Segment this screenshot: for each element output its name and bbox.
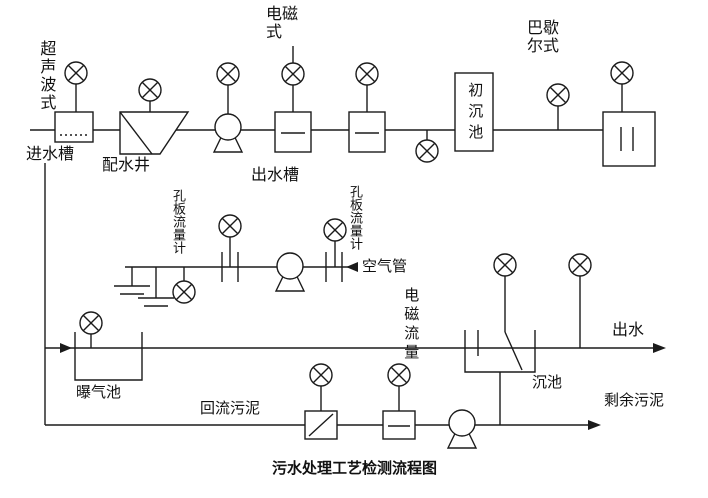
instrument-icon — [568, 253, 592, 277]
instrument-icon — [493, 253, 517, 277]
label-sedimentation-tank: 沉池 — [532, 374, 563, 391]
aeration-tank-shape — [74, 332, 143, 381]
label-electromagnetic-type: 电磁式 — [266, 6, 299, 42]
diagram-caption: 污水处理工艺检测流程图 — [272, 460, 438, 477]
vessels — [54, 72, 656, 440]
distribution-well-shape — [119, 111, 190, 155]
instrument-icon — [79, 311, 103, 335]
instrument-icon — [216, 62, 240, 86]
parshall-flume-box — [602, 111, 656, 167]
sedimentation-tank-shape — [464, 330, 536, 373]
return-sludge-meter-box-2 — [382, 410, 416, 440]
instrument-icon — [281, 62, 305, 86]
label-aeration-tank: 曝气池 — [76, 384, 122, 401]
pumps — [213, 113, 477, 449]
electromagnetic-flume-box-1 — [274, 111, 312, 153]
pump-icon — [447, 409, 477, 449]
flow-arrows — [60, 262, 666, 430]
tank-slope-line — [504, 331, 523, 371]
instrument-icon — [546, 83, 570, 107]
label-excess-sludge: 剩余污泥 — [604, 392, 665, 409]
label-parshall-type: 巴歇尔式 — [527, 20, 560, 56]
arrow-icon — [588, 420, 601, 430]
distribution-well-diagonal — [119, 111, 153, 155]
label-primary-sedimentation-tank: 初沉池 — [466, 82, 484, 145]
instrument-icon — [355, 62, 379, 86]
label-return-sludge: 回流污泥 — [200, 400, 261, 417]
label-effluent: 出水 — [612, 322, 645, 339]
instrument-icon — [323, 218, 347, 242]
pipes — [30, 129, 653, 426]
label-electromagnetic-flow: 电磁流量 — [402, 287, 420, 363]
electromagnetic-flume-box-2 — [348, 111, 386, 153]
instrument-icon — [218, 214, 242, 238]
pump-icon — [213, 113, 243, 153]
orifice-plates — [221, 252, 343, 282]
label-orifice-flowmeter-2: 孔板流量计 — [347, 185, 363, 250]
label-outlet-channel: 出水槽 — [251, 167, 300, 184]
label-ultrasonic: 超声波式 — [37, 40, 55, 112]
label-air-pipe: 空气管 — [362, 258, 408, 275]
instrument-stems — [75, 46, 623, 411]
inlet-channel-box — [54, 111, 94, 143]
primary-sedimentation-tank-box — [454, 72, 494, 152]
instrument-icon — [309, 363, 333, 387]
meter-diagonal — [308, 413, 334, 437]
instrument-icon — [415, 139, 439, 163]
instrument-icon — [172, 280, 196, 304]
arrow-icon — [346, 262, 358, 272]
pump-icon — [275, 252, 305, 292]
label-distribution-well: 配水井 — [102, 157, 151, 174]
arrow-icon — [60, 343, 72, 353]
instrument-icon — [64, 61, 88, 85]
label-orifice-flowmeter-1: 孔板流量计 — [170, 189, 186, 254]
instrument-icon — [138, 78, 162, 102]
instrument-icon — [610, 61, 634, 85]
arrow-icon — [653, 343, 666, 353]
air-diffusers — [114, 267, 174, 307]
label-inlet-channel: 进水槽 — [26, 146, 75, 163]
instrument-icon — [387, 363, 411, 387]
